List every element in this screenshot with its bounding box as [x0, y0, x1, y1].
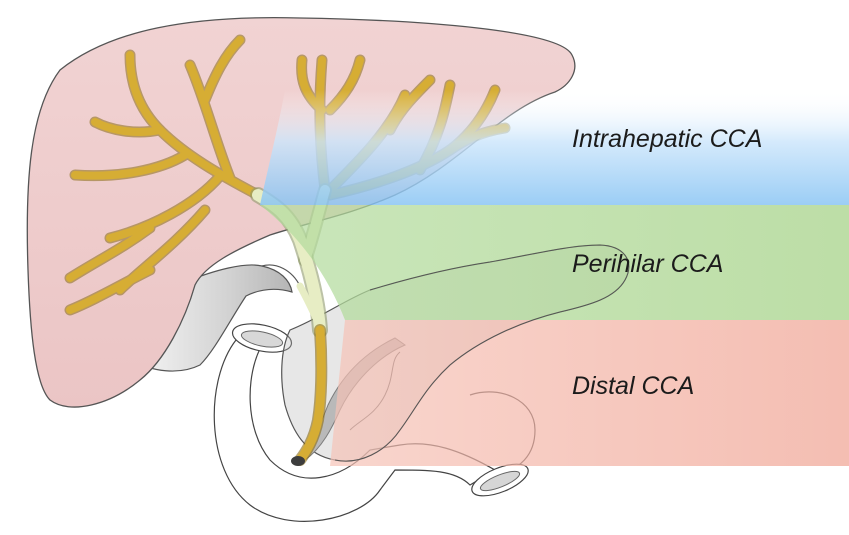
label-perihilar-cca: Perihilar CCA	[572, 250, 723, 279]
label-distal-cca: Distal CCA	[572, 372, 694, 401]
band-perihilar	[260, 205, 849, 320]
label-intrahepatic-cca: Intrahepatic CCA	[572, 125, 762, 154]
